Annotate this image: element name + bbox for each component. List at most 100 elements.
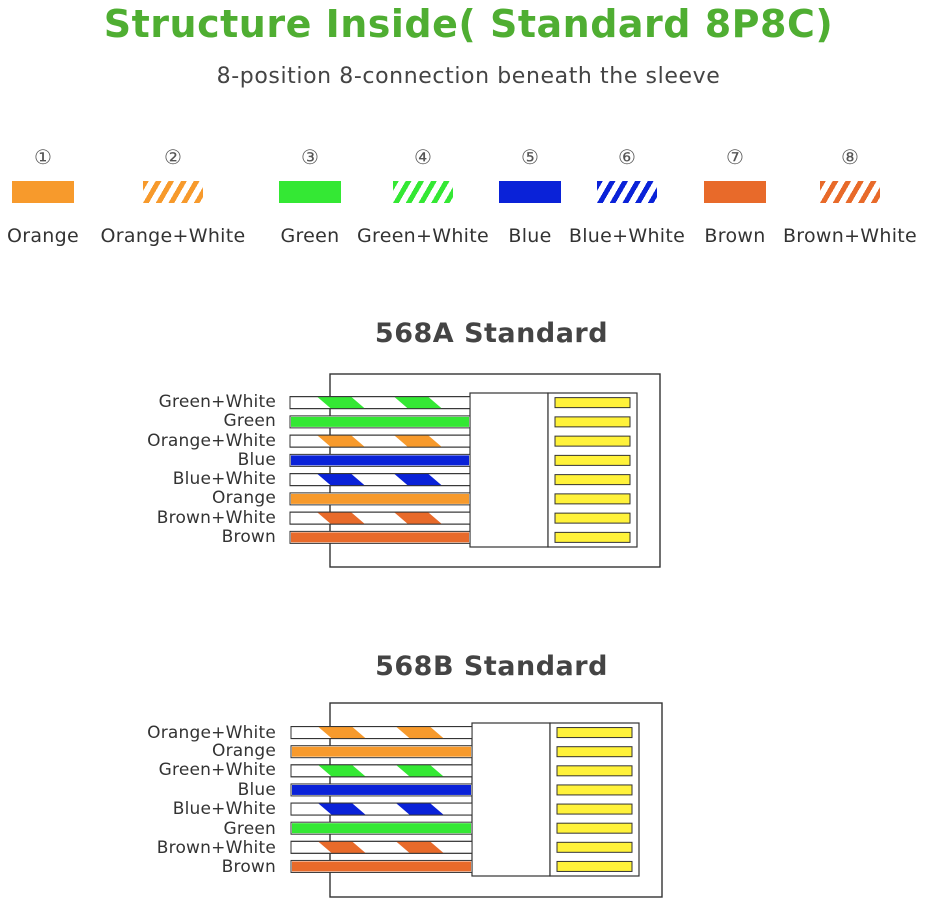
legend-number: ⑦ xyxy=(726,145,744,169)
wire-label: Blue xyxy=(237,780,276,800)
wire-outline xyxy=(290,840,473,854)
wire-outline xyxy=(290,764,473,778)
legend-label: Brown+White xyxy=(782,225,918,247)
wire-outline xyxy=(289,473,471,487)
page-title: Structure Inside( Standard 8P8C) xyxy=(103,2,834,46)
legend-number: ② xyxy=(164,145,182,169)
legend-swatch xyxy=(12,181,74,203)
contact-pin xyxy=(556,784,633,796)
legend-item-orange-white: ② Orange+White xyxy=(101,145,246,247)
wire-label: Orange xyxy=(211,488,276,508)
wire-outline xyxy=(289,511,471,525)
wire-brown-white xyxy=(289,511,471,525)
legend-swatch xyxy=(393,181,453,203)
legend-number: ⑧ xyxy=(841,145,859,169)
page-subtitle: 8-position 8-connection beneath the slee… xyxy=(216,64,721,89)
contact-pin xyxy=(554,531,631,543)
wire-fill xyxy=(292,746,471,757)
wire-outline xyxy=(290,802,473,816)
wire-stripe xyxy=(396,841,444,854)
legend-swatch xyxy=(279,181,341,203)
wire-label: Brown xyxy=(221,527,276,547)
legend-item-blue-white: ⑥ Blue+White xyxy=(569,145,685,247)
wire-stripe xyxy=(318,803,366,816)
wire-fill xyxy=(291,493,469,504)
wire-stripe xyxy=(317,473,365,486)
wire-fill xyxy=(291,532,469,543)
wire-stripe xyxy=(317,512,365,525)
wire-label: Brown+White xyxy=(156,838,276,858)
wire-label: Green xyxy=(223,819,276,839)
contact-pin xyxy=(554,474,631,486)
wire-stripe xyxy=(318,726,366,739)
wire-label: Blue+White xyxy=(172,799,276,819)
contact-pin xyxy=(554,512,631,524)
contact-pin xyxy=(556,803,633,815)
wire-block xyxy=(471,722,551,877)
pin-housing xyxy=(547,392,638,548)
wire-fill xyxy=(292,784,471,795)
contact-pin xyxy=(556,765,633,777)
wire-outline xyxy=(289,396,471,410)
wire-stripe xyxy=(396,803,444,816)
wire-stripe xyxy=(318,841,366,854)
wire-block xyxy=(469,392,549,548)
wire-fill xyxy=(292,861,471,872)
wire-outline xyxy=(289,434,471,448)
wire-label: Orange xyxy=(211,741,276,761)
wire-orange-white xyxy=(290,726,473,740)
wire-blue-white xyxy=(289,473,471,487)
legend-label: Blue xyxy=(508,225,552,247)
legend-number: ① xyxy=(34,145,52,169)
legend-number: ⑤ xyxy=(521,145,539,169)
legend-item-green: ③ Green xyxy=(255,145,365,247)
wire-stripe xyxy=(317,435,365,448)
wire-stripe xyxy=(394,396,442,409)
contact-pin xyxy=(556,727,633,739)
wire-stripe xyxy=(394,512,442,525)
wire-stripe xyxy=(396,764,444,777)
wire-label: Brown xyxy=(221,857,276,877)
wire-stripe xyxy=(396,726,444,739)
wire-stripe xyxy=(318,764,366,777)
legend-swatch xyxy=(820,181,880,203)
legend-swatch xyxy=(597,181,657,203)
wire-stripe xyxy=(394,435,442,448)
contact-pin xyxy=(554,397,631,409)
wire-label: Blue xyxy=(237,450,276,470)
legend-item-brown: ⑦ Brown xyxy=(680,145,790,247)
wire-green-white xyxy=(289,396,471,410)
legend-label: Green xyxy=(280,225,340,247)
contact-pin xyxy=(556,822,633,834)
wire-fill xyxy=(292,823,471,834)
legend-item-green-white: ④ Green+White xyxy=(357,145,489,247)
wire-stripe xyxy=(394,473,442,486)
legend-label: Orange+White xyxy=(100,225,246,247)
contact-pin xyxy=(554,493,631,505)
legend-label: Green+White xyxy=(356,225,489,247)
wire-label: Brown+White xyxy=(156,508,276,528)
legend-label: Orange xyxy=(6,225,79,247)
wire-label: Orange+White xyxy=(147,431,276,451)
wire-stripe xyxy=(317,396,365,409)
wire-label: Green+White xyxy=(158,392,276,412)
wire-green-white xyxy=(290,764,473,778)
wire-label: Orange+White xyxy=(147,723,276,743)
contact-pin xyxy=(556,860,633,872)
pin-housing xyxy=(549,722,640,877)
wire-label: Green xyxy=(223,411,276,431)
contact-pin xyxy=(556,841,633,853)
legend-number: ③ xyxy=(301,145,319,169)
legend-swatch xyxy=(143,181,203,203)
wire-brown-white xyxy=(290,840,473,854)
wire-outline xyxy=(290,726,473,740)
legend-swatch xyxy=(499,181,561,203)
contact-pin xyxy=(554,454,631,466)
standard-568b-title: 568B Standard xyxy=(375,651,608,682)
wire-label: Blue+White xyxy=(172,469,276,489)
contact-pin xyxy=(556,746,633,758)
legend-label: Brown xyxy=(704,225,766,247)
standard-568a-title: 568A Standard xyxy=(374,318,609,349)
contact-pin xyxy=(554,416,631,428)
